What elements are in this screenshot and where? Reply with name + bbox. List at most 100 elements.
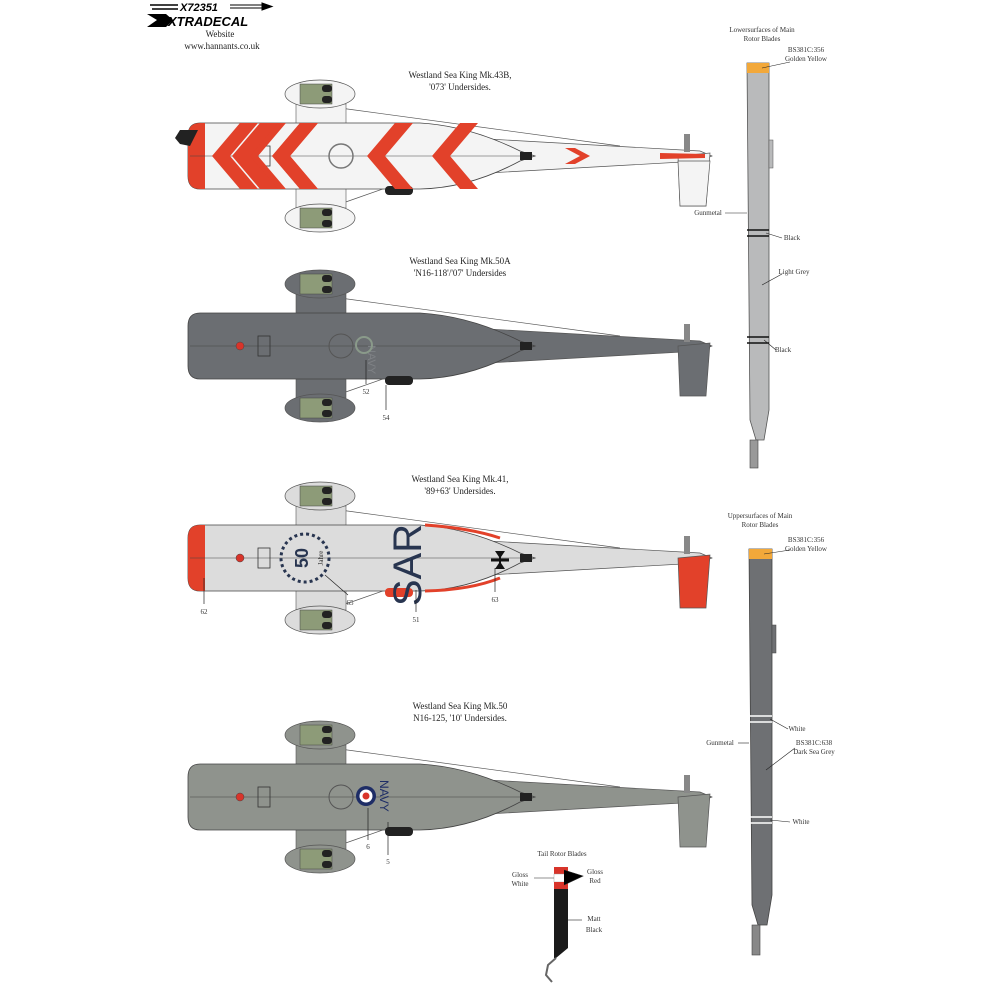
gloss-white-label: Gloss (512, 871, 528, 879)
wheel (322, 850, 332, 857)
chevron (272, 123, 318, 189)
lower-blades-title-2: Rotor Blades (744, 35, 781, 43)
tail-light (520, 554, 532, 562)
tail-rotor-blade (544, 867, 569, 983)
website-url[interactable]: www.hannants.co.uk (184, 41, 260, 51)
50-jahre-badge: 50 Jahre (279, 532, 331, 584)
chevron (367, 123, 413, 189)
beacon-light (235, 341, 245, 351)
tail-rotor-title: Tail Rotor Blades (537, 850, 587, 858)
wheel (322, 622, 332, 629)
flotation-pack (385, 588, 413, 597)
wheel (322, 209, 332, 216)
wheel (322, 487, 332, 494)
sar-marking: SAR (386, 524, 430, 606)
upper-blades-title-2: Rotor Blades (742, 521, 779, 529)
wheel (322, 286, 332, 293)
hatch (257, 786, 271, 808)
chevron (212, 123, 258, 189)
lower-light-grey-label: Light Grey (779, 268, 810, 276)
tail-fin (677, 554, 711, 609)
wheel (322, 220, 332, 227)
upper-body-code: BS381C:638 (796, 739, 833, 747)
upper-blades-title: Uppersurfaces of Main (728, 512, 793, 520)
lower-rotor-blade (746, 62, 774, 469)
jet-icon (230, 2, 274, 11)
tail-fin (677, 793, 711, 848)
hook-ring (328, 143, 354, 169)
hook-ring (328, 333, 354, 359)
helicopter-2 (187, 269, 713, 423)
gloss-red-label-2: Red (589, 877, 601, 885)
profile-2-subtitle: 'N16-118'/'07' Undersides (414, 268, 507, 278)
tail-rotor-hub (684, 775, 690, 793)
flotation-pack (385, 827, 413, 836)
xtradecal-logo: X72351 XTRADECAL (147, 2, 274, 29)
navy-marking-4: NAVY (377, 780, 391, 812)
helicopter-4 (187, 720, 713, 874)
upper-gunmetal-label: Gunmetal (706, 739, 734, 747)
callout-6: 6 (366, 843, 370, 851)
lower-gunmetal-label: Gunmetal (694, 209, 722, 217)
wheel (322, 861, 332, 868)
profile-3-title: Westland Sea King Mk.41, (411, 474, 508, 484)
tail-rotor-hub (684, 324, 690, 342)
website-label: Website (206, 29, 235, 39)
upper-rotor-blade (748, 548, 777, 956)
roundel-2 (355, 336, 373, 354)
profile-4-subtitle: N16-125, '10' Undersides. (413, 713, 507, 723)
wheel (322, 85, 332, 92)
profile-1-title: Westland Sea King Mk.43B, (408, 70, 511, 80)
profile-2-title: Westland Sea King Mk.50A (409, 256, 511, 266)
hook-ring (328, 784, 354, 810)
tail-rotor-hub (684, 134, 690, 152)
matt-black-label: Matt (587, 915, 600, 923)
tail-light (520, 793, 532, 801)
upper-white-label-2: White (792, 818, 809, 826)
tail-fin-panel (677, 160, 711, 207)
wheel (322, 410, 332, 417)
chevron (232, 123, 278, 189)
iron-cross (491, 551, 509, 569)
upper-tip-code: BS381C:356 (788, 536, 825, 544)
wheel (322, 275, 332, 282)
beacon-light (235, 553, 245, 563)
profile-4-title: Westland Sea King Mk.50 (413, 701, 508, 711)
callout-51: 51 (413, 616, 421, 624)
tail-light (520, 152, 532, 160)
lower-tip-code: BS381C:356 (788, 46, 825, 54)
chevron (432, 123, 478, 189)
upper-body-name: Dark Sea Grey (793, 748, 835, 756)
helicopter-1 (175, 79, 713, 233)
gloss-white-label-2: White (511, 880, 528, 888)
upper-tip-name: Golden Yellow (785, 545, 828, 553)
roundel-4 (356, 786, 376, 806)
callout-62: 62 (201, 608, 209, 616)
radome (175, 130, 198, 146)
callout-52: 52 (363, 388, 371, 396)
beacon-light (235, 792, 245, 802)
callout-54: 54 (383, 414, 391, 422)
callout-5: 5 (386, 858, 390, 866)
matt-black-label-2: Black (586, 926, 603, 934)
lower-black-label-2: Black (775, 346, 792, 354)
badge-text: Jahre (317, 551, 325, 566)
wheel (322, 737, 332, 744)
flotation-pack (385, 376, 413, 385)
wheel (322, 399, 332, 406)
brand-name: XTRADECAL (167, 14, 248, 29)
wheel (322, 498, 332, 505)
wheel (322, 96, 332, 103)
lower-blades-title: Lowersurfaces of Main (729, 26, 795, 34)
lower-tip-name: Golden Yellow (785, 55, 828, 63)
tail-fin (677, 342, 711, 397)
callout-63: 63 (492, 596, 500, 604)
lower-black-label-1: Black (784, 234, 801, 242)
tail-light (520, 342, 532, 350)
chevron (565, 148, 590, 164)
red-trim (424, 523, 501, 593)
badge-number: 50 (292, 548, 312, 568)
callout-65: 65 (347, 599, 355, 607)
tail-rotor-hub (684, 536, 690, 554)
profile-3-subtitle: '89+63' Undersides. (424, 486, 495, 496)
